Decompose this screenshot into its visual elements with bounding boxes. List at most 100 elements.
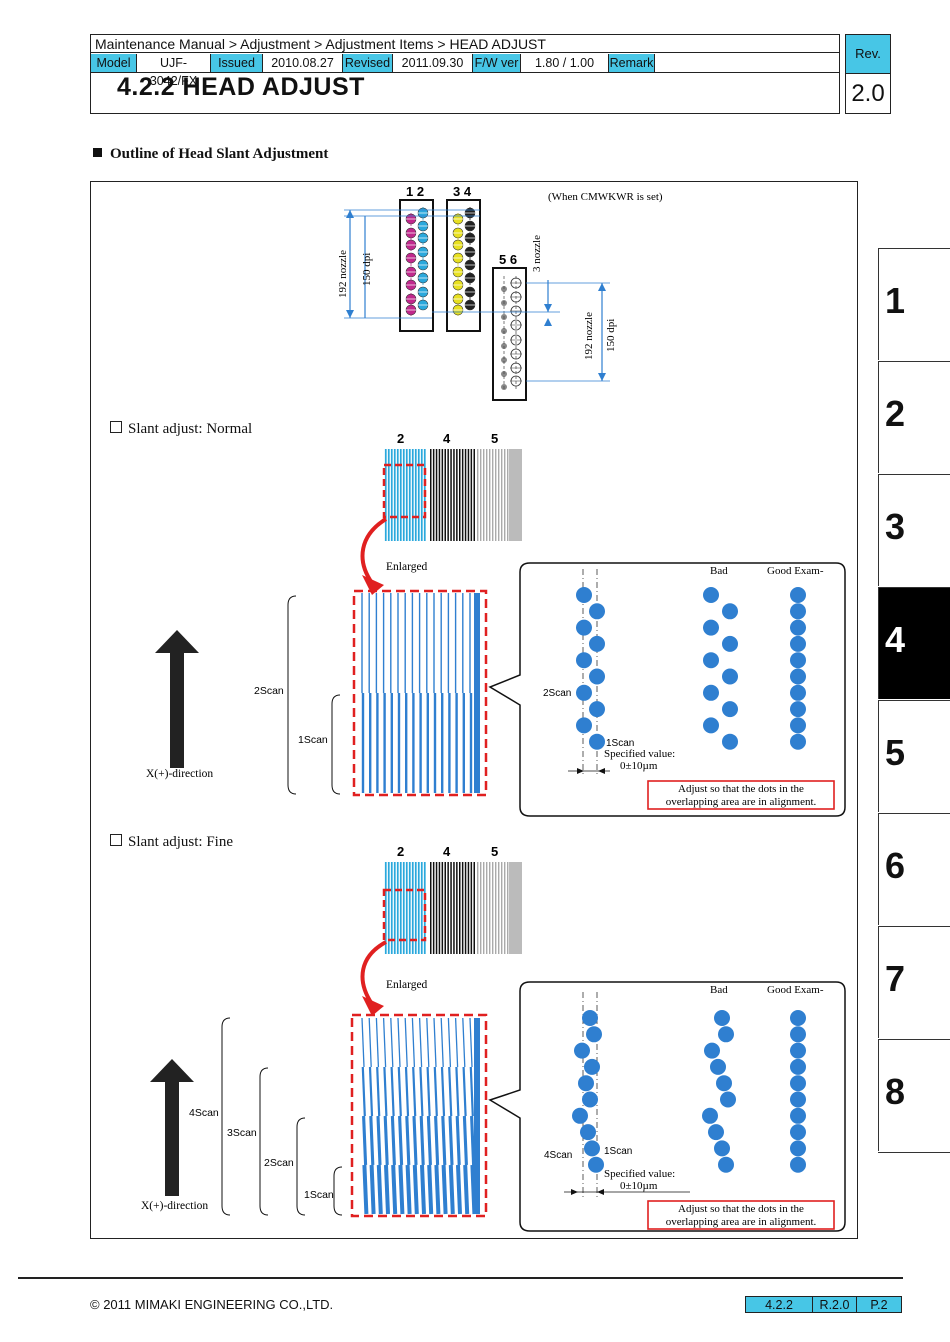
group3-label: 5 6: [499, 252, 517, 267]
fine-direction: X(+)-direction: [141, 1200, 208, 1212]
fw-value: 1.80 / 1.00: [521, 54, 609, 72]
normal-enlarged-pattern: [361, 593, 480, 793]
normal-scan1: 1Scan: [298, 734, 328, 746]
right-dpi-label: 150 dpi: [605, 319, 617, 352]
checkbox-icon: [110, 834, 122, 846]
footer-page: P.2: [857, 1296, 902, 1313]
fine-good: Good Exam-: [767, 984, 824, 996]
red-arrow-icon: [362, 996, 384, 1016]
normal-direction: X(+)-direction: [146, 768, 213, 780]
normal-select-box: [382, 463, 427, 519]
footer-divider: [18, 1277, 903, 1279]
chapter-tab-6[interactable]: 6: [878, 813, 950, 925]
meta-row: Model UJF-3042/FX Issued 2010.08.27 Revi…: [91, 54, 839, 88]
remark-label: Remark: [609, 54, 655, 72]
x-direction-arrow-icon: [155, 630, 199, 653]
fine-heading-text: Slant adjust: Fine: [128, 834, 233, 850]
normal-adjust-line1: Adjust so that the dots in the: [678, 783, 804, 795]
head-5-6-box: [492, 267, 527, 401]
revised-value: 2011.09.30: [393, 54, 473, 72]
rev-value: 2.0: [851, 80, 885, 107]
group2-label: 3 4: [453, 184, 472, 199]
normal-col4: 4: [443, 431, 451, 446]
fine-adjust-line2: overlapping area are in alignment.: [666, 1216, 817, 1228]
fine-scan4: 4Scan: [189, 1107, 219, 1119]
chapter-tab-3[interactable]: 3: [878, 474, 950, 586]
normal-spec-value: 0±10µm: [620, 760, 658, 772]
red-arrow-icon: [362, 575, 384, 595]
fine-scan1: 1Scan: [304, 1189, 334, 1201]
model-label: Model: [91, 54, 137, 72]
normal-adjust-note-box: [647, 780, 835, 810]
fine-bad: Bad: [710, 984, 728, 996]
chapter-tab-4[interactable]: 4: [878, 587, 950, 699]
x-direction-arrow-icon: [150, 1059, 194, 1082]
fine-col4: 4: [443, 844, 451, 859]
normal-dot-examples: [576, 569, 806, 775]
normal-col2: 2: [397, 431, 404, 446]
fine-heading: Slant adjust: Fine: [110, 834, 233, 851]
fine-callout-scan1: 1Scan: [604, 1146, 632, 1157]
section-title: Outline of Head Slant Adjustment: [93, 146, 328, 163]
fine-spec-label: Specified value:: [604, 1168, 675, 1180]
left-nozzle-label: 192 nozzle: [337, 250, 349, 298]
section-title-text: Outline of Head Slant Adjustment: [110, 146, 329, 162]
checkbox-icon: [110, 421, 122, 433]
normal-heading-text: Slant adjust: Normal: [128, 421, 253, 437]
fine-enlarged: Enlarged: [386, 979, 428, 991]
left-dpi-label: 150 dpi: [361, 253, 373, 286]
normal-diagram: 2 4 5 Enlarged 2Scan 1Scan X(+)-directio…: [146, 431, 846, 817]
fine-scan2: 2Scan: [264, 1157, 294, 1169]
copyright: © 2011 MIMAKI ENGINEERING CO.,LTD.: [90, 1297, 334, 1312]
model-value: UJF-3042/FX: [137, 54, 211, 88]
chapter-tab-5[interactable]: 5: [878, 700, 950, 812]
normal-spec-label: Specified value:: [604, 748, 675, 760]
issued-value: 2010.08.27: [263, 54, 343, 72]
head-1-2-box: [399, 199, 434, 332]
chapter-tab-8[interactable]: 8: [878, 1039, 950, 1151]
nozzle-dots: [405, 207, 522, 390]
head-3-4-box: [446, 199, 481, 332]
normal-adjust-line2: overlapping area are in alignment.: [666, 796, 817, 808]
rev-label: Rev.: [846, 35, 890, 74]
normal-good: Good Exam-: [767, 565, 824, 577]
issued-label: Issued: [211, 54, 263, 72]
figure-frame: [90, 181, 858, 1239]
fine-col5: 5: [491, 844, 498, 859]
square-bullet-icon: [93, 148, 102, 157]
normal-callout-scan2: 2Scan: [543, 688, 571, 699]
fine-adjust-note-box: [647, 1200, 835, 1230]
fine-spec-value: 0±10µm: [620, 1180, 658, 1192]
normal-test-pattern: [384, 449, 522, 541]
normal-callout-scan1: 1Scan: [606, 738, 634, 749]
fw-label: F/W ver: [473, 54, 521, 72]
normal-col5: 5: [491, 431, 498, 446]
document-header: Maintenance Manual > Adjustment > Adjust…: [90, 34, 840, 114]
footer-section: 4.2.2: [745, 1296, 813, 1313]
normal-heading: Slant adjust: Normal: [110, 421, 252, 438]
fine-diagram: 2 4 5 Enlarged 4Scan 3Scan 2Scan 1Scan X…: [141, 844, 846, 1232]
fine-enlarged-pattern: [361, 1017, 480, 1215]
page-title: 4.2.2 HEAD ADJUST: [117, 73, 365, 101]
revised-label: Revised: [343, 54, 393, 72]
fine-select-box: [382, 888, 427, 942]
fine-test-pattern: [384, 862, 522, 954]
chapter-tab-7[interactable]: 7: [878, 926, 950, 1038]
normal-enlarged: Enlarged: [386, 561, 428, 573]
mid-nozzle-label: 3 nozzle: [531, 235, 543, 272]
fine-callout-scan4: 4Scan: [544, 1150, 572, 1161]
fine-dot-examples: [572, 992, 806, 1198]
revision-box: Rev. 2.0: [845, 34, 891, 114]
fine-adjust-line1: Adjust so that the dots in the: [678, 1203, 804, 1215]
normal-scan2: 2Scan: [254, 685, 284, 697]
normal-bad: Bad: [710, 565, 728, 577]
group1-label: 1 2: [406, 184, 424, 199]
cmwkwr-note: (When CMWKWR is set): [548, 191, 663, 203]
fine-scan3: 3Scan: [227, 1127, 257, 1139]
chapter-tab-1[interactable]: 1: [878, 248, 950, 360]
right-nozzle-label: 192 nozzle: [583, 312, 595, 360]
footer-revision: R.2.0: [813, 1296, 857, 1313]
fine-col2: 2: [397, 844, 404, 859]
chapter-tab-2[interactable]: 2: [878, 361, 950, 473]
head-nozzle-diagram: 1 2 3 4 5 6 (When CMWKWR is set) 192 noz…: [337, 184, 663, 401]
